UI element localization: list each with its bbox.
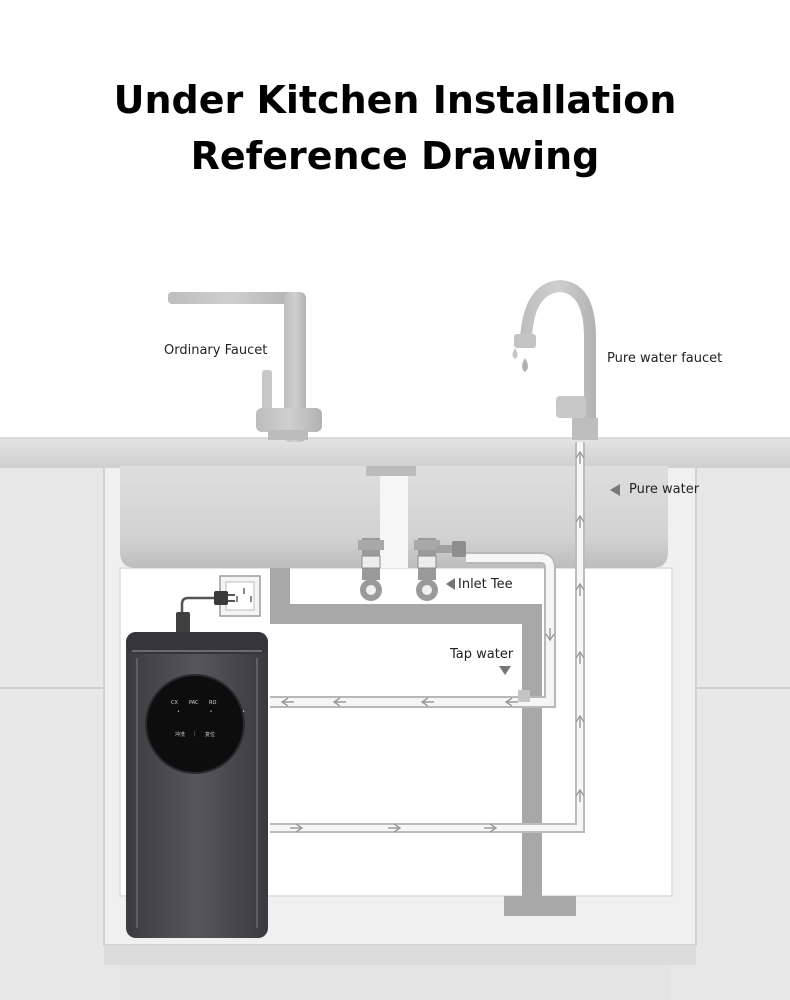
label-pure-water: Pure water bbox=[629, 482, 700, 497]
arrow-up-icon bbox=[575, 582, 585, 596]
arrow-left-icon bbox=[420, 697, 434, 707]
triangle-pointer-icon bbox=[610, 484, 620, 496]
triangle-pointer-icon bbox=[499, 666, 511, 675]
panel-indicator-dots: • • • bbox=[177, 709, 245, 715]
flow-arrows bbox=[280, 450, 585, 833]
arrow-right-icon bbox=[484, 823, 498, 833]
arrow-right-icon bbox=[290, 823, 304, 833]
label-pointers bbox=[446, 484, 620, 675]
arrow-left-icon bbox=[280, 697, 294, 707]
arrow-up-icon bbox=[575, 788, 585, 802]
arrow-up-icon bbox=[575, 714, 585, 728]
arrow-left-icon bbox=[332, 697, 346, 707]
panel-indicator-3: RO bbox=[209, 700, 217, 706]
title-line-1: Under Kitchen Installation bbox=[113, 78, 677, 122]
panel-button-2[interactable]: 复位 bbox=[205, 732, 216, 738]
wall-socket-icon bbox=[219, 575, 261, 617]
panel-indicator-1: CX bbox=[171, 700, 178, 706]
sink-basin bbox=[120, 466, 668, 568]
arrow-up-icon bbox=[575, 650, 585, 664]
pure-water-pipe bbox=[270, 442, 585, 833]
label-tap-water: Tap water bbox=[450, 647, 514, 662]
tap-water-pipe bbox=[270, 552, 556, 708]
label-ordinary-faucet: Ordinary Faucet bbox=[164, 343, 268, 358]
label-inlet-tee: Inlet Tee bbox=[458, 577, 513, 592]
arrow-left-icon bbox=[504, 697, 518, 707]
arrow-up-icon bbox=[575, 450, 585, 464]
triangle-pointer-icon bbox=[446, 578, 455, 590]
pure-water-faucet bbox=[512, 280, 598, 440]
power-plug-icon bbox=[176, 591, 235, 634]
arrow-down-icon bbox=[545, 628, 555, 642]
ordinary-faucet bbox=[168, 292, 322, 442]
panel-button-1[interactable]: 冲洗 bbox=[175, 732, 186, 738]
water-purifier bbox=[126, 632, 268, 938]
countertop bbox=[0, 437, 790, 468]
panel-indicator-2: PAC bbox=[189, 700, 199, 706]
title-line-2: Reference Drawing bbox=[190, 134, 600, 178]
label-pure-water-faucet: Pure water faucet bbox=[607, 351, 723, 366]
arrow-right-icon bbox=[388, 823, 402, 833]
panel-separator: | bbox=[194, 731, 196, 737]
inlet-tee-valves bbox=[358, 538, 466, 601]
arrow-up-icon bbox=[575, 514, 585, 528]
